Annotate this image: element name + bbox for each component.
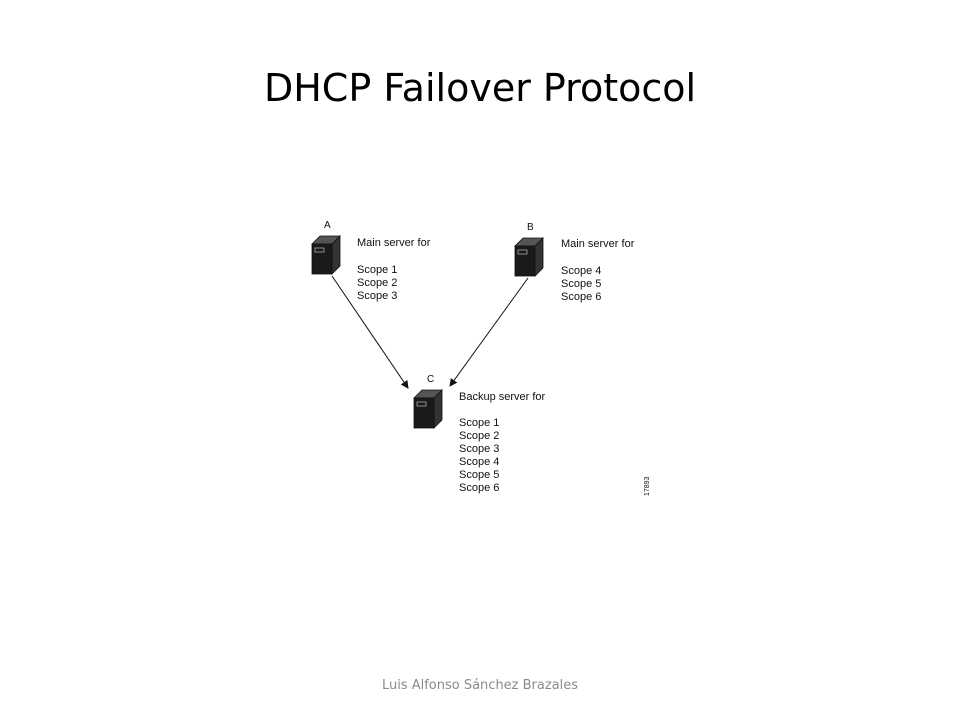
server-c-scope-1: Scope 1 (459, 417, 499, 429)
server-c-scope-5: Scope 5 (459, 469, 499, 481)
server-c-role: Backup server for (459, 391, 546, 403)
server-a: A Main server for Scope 1 Scope 2 Scope … (311, 220, 431, 302)
server-icon (413, 389, 443, 429)
server-icon (514, 237, 544, 277)
server-c-letter: C (427, 374, 434, 385)
slide-footer: Luis Alfonso Sánchez Brazales (381, 678, 579, 693)
figure-id: 17893 (644, 476, 651, 496)
server-a-letter: A (324, 220, 331, 231)
server-b-role: Main server for (561, 238, 635, 250)
server-b: B Main server for Scope 4 Scope 5 Scope … (514, 222, 635, 303)
server-a-scope-3: Scope 3 (357, 290, 397, 302)
server-a-scope-2: Scope 2 (357, 277, 397, 289)
server-b-scope-3: Scope 6 (561, 291, 601, 303)
server-a-role: Main server for (357, 237, 431, 249)
server-b-letter: B (527, 222, 534, 233)
server-b-scope-1: Scope 4 (561, 265, 601, 277)
server-c-scope-2: Scope 2 (459, 430, 499, 442)
slide-title: DHCP Failover Protocol (263, 66, 697, 110)
arrow-a-to-c (331, 275, 409, 389)
server-c: C Backup server for Scope 1 Scope 2 Scop… (413, 374, 546, 494)
server-b-scope-2: Scope 5 (561, 278, 601, 290)
arrow-b-to-c (449, 277, 529, 387)
server-c-scope-6: Scope 6 (459, 482, 499, 494)
server-a-scope-1: Scope 1 (357, 264, 397, 276)
server-c-scope-4: Scope 4 (459, 456, 499, 468)
diagram-canvas: A Main server for Scope 1 Scope 2 Scope … (311, 220, 651, 496)
server-icon (311, 235, 341, 275)
failover-diagram: A Main server for Scope 1 Scope 2 Scope … (290, 208, 670, 508)
server-c-scope-3: Scope 3 (459, 443, 499, 455)
